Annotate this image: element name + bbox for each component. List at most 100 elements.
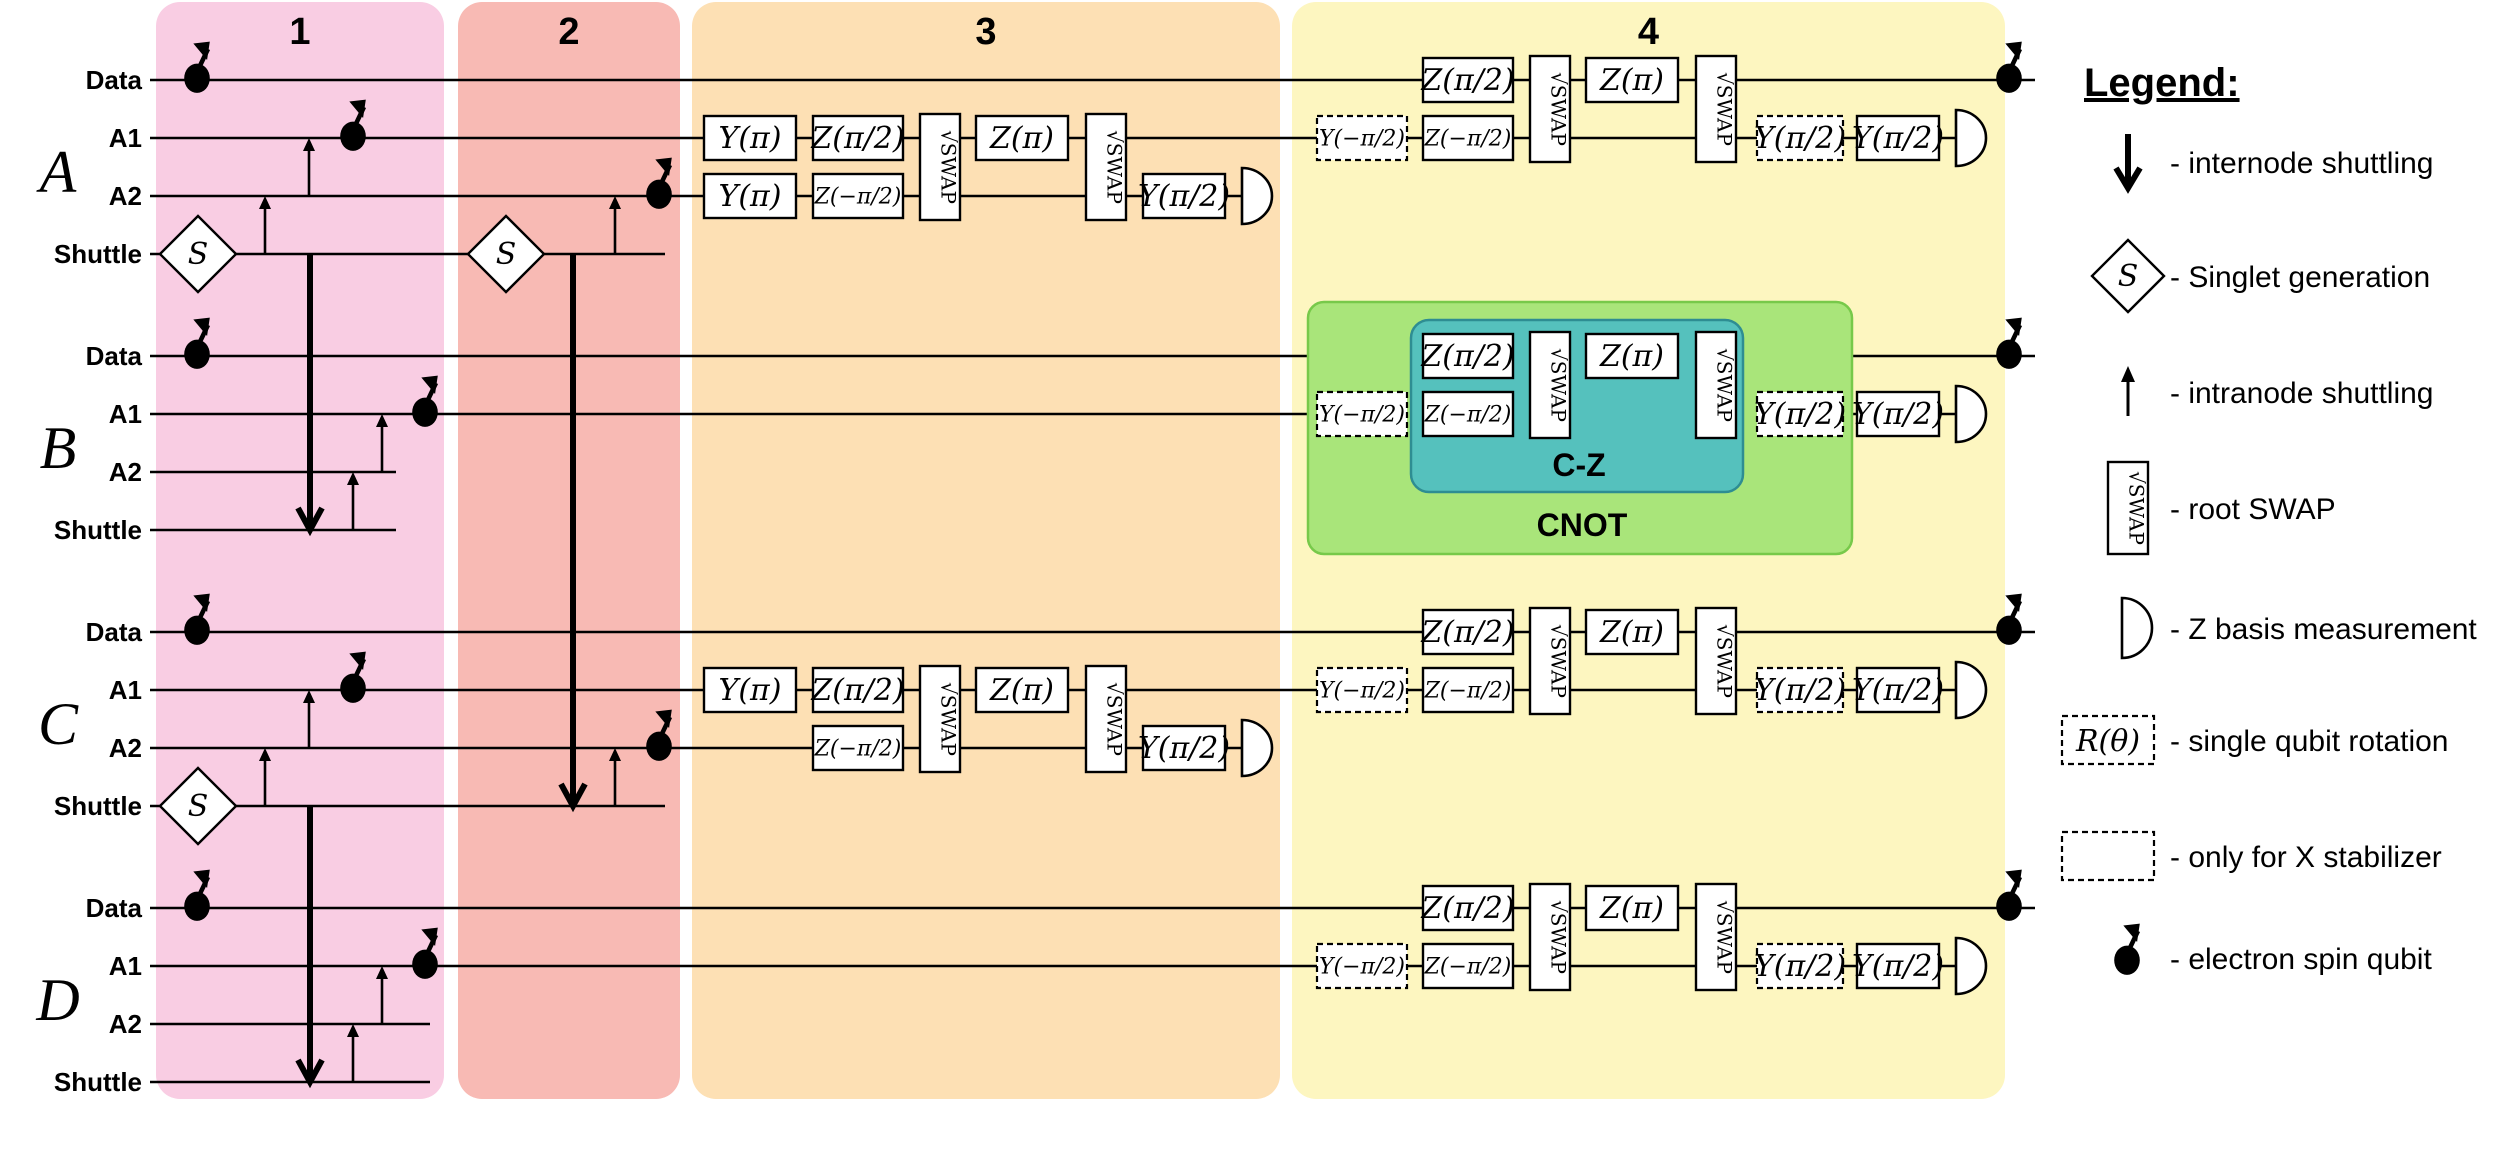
row-label-a-data: Data <box>86 65 143 95</box>
legend-text-1: - Singlet generation <box>2170 261 2430 294</box>
svg-text:√SWAP: √SWAP <box>1547 900 1571 974</box>
intranode-arrow-b-a2-a1 <box>376 414 388 472</box>
row-label-b-a2: A2 <box>109 457 142 487</box>
gate-z-pi2-d-data: Z(π/2) <box>1420 884 1515 932</box>
svg-text:√SWAP: √SWAP <box>937 130 961 204</box>
svg-text:R(θ): R(θ) <box>2075 724 2140 759</box>
row-label-c-a2: A2 <box>109 733 142 763</box>
row-label-d-data: Data <box>86 893 143 923</box>
gate-y-pi-c-a1: Y(π) <box>702 666 798 714</box>
gate-z-pi-d-data: Z(π) <box>1584 884 1680 932</box>
gate-z-pi2-b-data: Z(π/2) <box>1420 332 1515 380</box>
cz-label: C-Z <box>1552 447 1605 483</box>
svg-text:Z(−π/2): Z(−π/2) <box>814 184 902 209</box>
row-label-b-shuttle: Shuttle <box>54 515 142 545</box>
svg-text:S: S <box>188 237 209 272</box>
svg-text:√SWAP: √SWAP <box>937 682 961 756</box>
gate-y-mpi2-a: Y(−π/2) <box>1315 114 1409 162</box>
row-label-c-data: Data <box>86 617 143 647</box>
gate-z-pi-c-data: Z(π) <box>1584 608 1680 656</box>
cnot-label: CNOT <box>1537 507 1628 543</box>
svg-text:S: S <box>188 789 209 824</box>
measurement-d-a1 <box>1954 936 1988 996</box>
svg-text:Z(−π/2): Z(−π/2) <box>814 736 902 761</box>
svg-text:Z(−π/2): Z(−π/2) <box>1424 402 1512 427</box>
row-label-a-a1: A1 <box>109 123 142 153</box>
svg-text:Y(π/2): Y(π/2) <box>1852 949 1944 984</box>
svg-text:Y(π/2): Y(π/2) <box>1138 731 1230 766</box>
svg-text:Y(π/2): Y(π/2) <box>1754 121 1846 156</box>
svg-text:Y(π/2): Y(π/2) <box>1852 673 1944 708</box>
svg-text:√SWAP: √SWAP <box>1713 72 1737 146</box>
legend-title: Legend: <box>2084 61 2240 105</box>
row-label-c-a1: A1 <box>109 675 142 705</box>
step-panel-3 <box>692 2 1280 1099</box>
gate-y-pi2-x-b: Y(π/2) <box>1754 390 1846 438</box>
legend-item-thick-down-arrow: - internode shuttling <box>2113 134 2434 194</box>
gate-y-pi-a-a1: Y(π) <box>702 114 798 162</box>
legend-text-3: - root SWAP <box>2170 493 2336 526</box>
svg-text:Z(π): Z(π) <box>989 673 1054 708</box>
gate-y-pi2-x-c: Y(π/2) <box>1754 666 1846 714</box>
node-label-a: A <box>36 139 77 205</box>
half-circle-icon <box>2120 596 2154 660</box>
row-label-d-shuttle: Shuttle <box>54 1067 142 1097</box>
gate-z-pi-a-data: Z(π) <box>1584 56 1680 104</box>
svg-text:Z(π/2): Z(π/2) <box>810 121 904 156</box>
gate-z-mpi2-a-a2: Z(−π/2) <box>811 172 905 220</box>
svg-text:Y(−π/2): Y(−π/2) <box>1319 954 1405 979</box>
gate-y-pi2-b-a1: Y(π/2) <box>1852 390 1944 438</box>
gate-z-mpi2-a-a1: Z(−π/2) <box>1421 114 1515 162</box>
step-number-3: 3 <box>975 11 996 53</box>
gate-z-mpi2-b-a1: Z(−π/2) <box>1421 390 1515 438</box>
svg-text:Y(π): Y(π) <box>719 179 782 214</box>
measurement-c-a1 <box>1954 660 1988 720</box>
legend-item-diamond: S- Singlet generation <box>2090 238 2430 314</box>
root-swap-c-step3-first: √SWAP <box>918 664 962 774</box>
svg-text:Y(π/2): Y(π/2) <box>1852 397 1944 432</box>
legend-item-thin-up-arrow: - intranode shuttling <box>2121 366 2434 416</box>
singlet-generation-a-step1: S <box>158 214 238 294</box>
legend-item-electron-spin: - electron spin qubit <box>2114 924 2432 976</box>
gate-z-mpi2-d-a1: Z(−π/2) <box>1421 942 1515 990</box>
singlet-generation-c-step1: S <box>158 766 238 846</box>
svg-text:Y(π/2): Y(π/2) <box>1754 949 1846 984</box>
measurement-c-a2 <box>1240 718 1274 778</box>
svg-text:Y(−π/2): Y(−π/2) <box>1319 126 1405 151</box>
svg-text:√SWAP: √SWAP <box>1547 72 1571 146</box>
intranode-arrow-d-a2-a1 <box>376 966 388 1024</box>
gate-y-mpi2-c: Y(−π/2) <box>1315 666 1409 714</box>
legend-text-0: - internode shuttling <box>2170 147 2434 180</box>
gate-y-pi2-x-a: Y(π/2) <box>1754 114 1846 162</box>
dashed-box-icon <box>2060 830 2156 882</box>
svg-text:Y(π/2): Y(π/2) <box>1852 121 1944 156</box>
gate-y-mpi2-b: Y(−π/2) <box>1315 390 1409 438</box>
row-label-b-a1: A1 <box>109 399 142 429</box>
gate-z-pi2-a-a1: Z(π/2) <box>810 114 905 162</box>
gate-z-pi2-c-a1: Z(π/2) <box>810 666 905 714</box>
electron-spin-icon <box>2114 924 2140 975</box>
gate-y-pi2-d-a1: Y(π/2) <box>1852 942 1944 990</box>
intranode-arrow-d-shuttle-a2 <box>347 1024 359 1082</box>
node-label-d: D <box>35 967 79 1033</box>
legend-text-2: - intranode shuttling <box>2170 377 2434 410</box>
svg-text:Z(π): Z(π) <box>1599 891 1664 926</box>
legend-item-dashed-box: - only for X stabilizer <box>2060 830 2442 882</box>
legend-text-5: - single qubit rotation <box>2170 725 2449 758</box>
intranode-arrow-a-shuttle-a2 <box>259 196 271 254</box>
svg-text:Z(−π/2): Z(−π/2) <box>1424 678 1512 703</box>
node-label-c: C <box>38 691 79 757</box>
step-panel-2 <box>458 2 680 1099</box>
internode-arrow-c-to-d <box>295 806 325 1089</box>
root-swap-c-step4-second: √SWAP <box>1694 606 1738 716</box>
step-number-1: 1 <box>289 11 310 53</box>
legend-text-4: - Z basis measurement <box>2170 613 2477 646</box>
gate-z-pi-a-a1: Z(π) <box>974 114 1070 162</box>
svg-text:Y(π/2): Y(π/2) <box>1754 397 1846 432</box>
measurement-b-a1 <box>1954 384 1988 444</box>
root-swap-a-step3-second: √SWAP <box>1084 112 1128 222</box>
root-swap-a-step3-first: √SWAP <box>918 112 962 222</box>
svg-text:√SWAP: √SWAP <box>2125 471 2149 545</box>
root-swap-d-step4-second: √SWAP <box>1694 882 1738 992</box>
